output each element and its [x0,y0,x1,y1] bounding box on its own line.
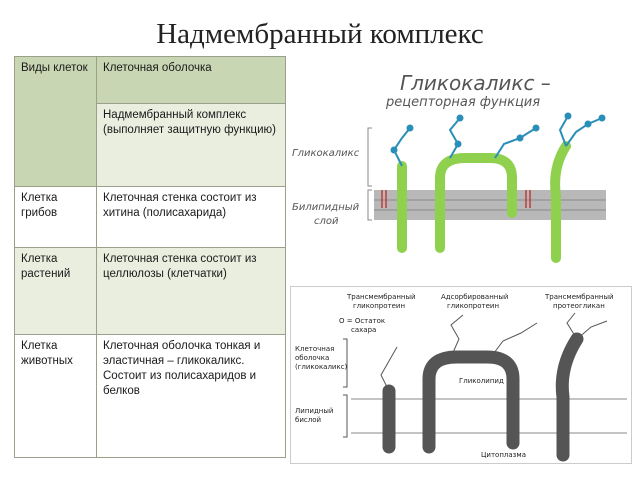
figure-subheading: рецепторная функция [385,95,540,110]
sugar-node [406,124,414,132]
label-sugar-2: сахара [351,326,376,334]
sugar-node [598,114,606,122]
sugar-chain [565,117,603,147]
sugar-chain [494,127,537,159]
table-row: Клетка растений Клеточная стенка состоит… [14,247,286,335]
cell-desc: Клеточная стенка состоит из целлюлозы (к… [96,247,286,335]
sugar-chain [392,127,411,167]
slide-title: Надмембранный комплекс [156,18,484,50]
cell-envelope-table: Виды клеток Клеточная оболочка Надмембра… [14,56,286,458]
protein-right [550,141,571,263]
bracket-cell-coat [343,338,348,388]
sugar-chain [576,320,608,340]
bracket-bilayer [343,394,348,438]
cell-type: Клетка грибов [14,186,97,248]
header-cell-envelope: Клеточная оболочка [96,56,286,104]
sugar-node [532,124,540,132]
figure-heading: Гликокаликс – [400,71,551,95]
label-lipid-bilayer-2: бислой [295,416,321,424]
bracket-glycocalyx [367,127,372,187]
cell-desc: Клеточная оболочка тонкая и эластичная –… [96,334,286,458]
label-glycocalyx: Гликокаликс [292,148,360,159]
sugar-node [564,112,572,120]
label-ads-glycoprotein-2: гликопротеин [447,302,499,310]
table-header-row: Виды клеток Клеточная оболочка [14,56,286,187]
glycoproteins [397,141,571,263]
sugar-node [516,134,524,142]
glycocalyx-figure: Гликокаликс – рецепторная функция Гликок… [292,71,606,263]
label-tm-glycoprotein: Трансмембранный [346,293,416,301]
sugar-node [454,140,462,148]
protein-loop [435,153,517,253]
protein-arch [422,350,520,454]
membrane-band [374,190,606,220]
sugar-node [584,120,592,128]
subheader-cell: Надмембранный комплекс (выполняет защитн… [96,103,286,187]
label-bilayer-2: слой [314,216,339,227]
label-bilayer: Билипидный [292,202,360,213]
sugar-chain [448,117,461,159]
bracket-bilayer [367,189,372,221]
table-row: Клетка грибов Клеточная стенка состоит и… [14,186,286,248]
sugar-chain [566,312,578,340]
sugar-node [390,146,398,154]
sugar-chains [390,112,606,167]
sugar-chain [450,314,464,358]
protein-right [555,332,584,462]
sugar-chain [558,115,569,147]
cell-type: Клетка растений [14,247,97,335]
sugar-chain [490,322,538,358]
table-subheader-row: Надмембранный комплекс (выполняет защитн… [15,103,286,187]
glycolipid-tail [525,190,531,208]
sugar-chains [380,312,608,392]
cell-type: Клетка животных [14,334,97,458]
cell-desc: Клеточная стенка состоит из хитина (поли… [96,186,286,248]
glycolipids [381,190,531,208]
glycolipid-tail [381,190,387,208]
label-ads-glycoprotein: Адсорбированный [441,293,508,301]
table-row: Клетка животных Клеточная оболочка тонка… [14,334,286,458]
header-cell-types: Виды клеток [14,56,97,187]
label-cytoplasm: Цитоплазма [481,451,526,459]
membrane-proteins [382,332,584,462]
label-tm-proteoglycan: Трансмембранный [544,293,614,301]
sugar-chain [380,346,398,392]
label-cell-coat-3: (гликокаликс) [295,363,348,371]
label-tm-proteoglycan-2: протеогликан [553,302,605,310]
lipid-bilayer [351,398,627,434]
label-cell-coat: Клеточная [295,345,334,353]
membrane-schematic-figure: Трансмембранный гликопротеин Адсорбирова… [290,286,632,464]
label-lipid-bilayer: Липидный [295,407,333,415]
sugar-node [456,114,464,122]
label-cell-coat-2: оболочка [295,354,329,362]
label-tm-glycoprotein-2: гликопротеин [353,302,405,310]
label-glycolipid: Гликолипид [459,377,504,385]
label-sugar: О = Остаток [339,317,385,325]
